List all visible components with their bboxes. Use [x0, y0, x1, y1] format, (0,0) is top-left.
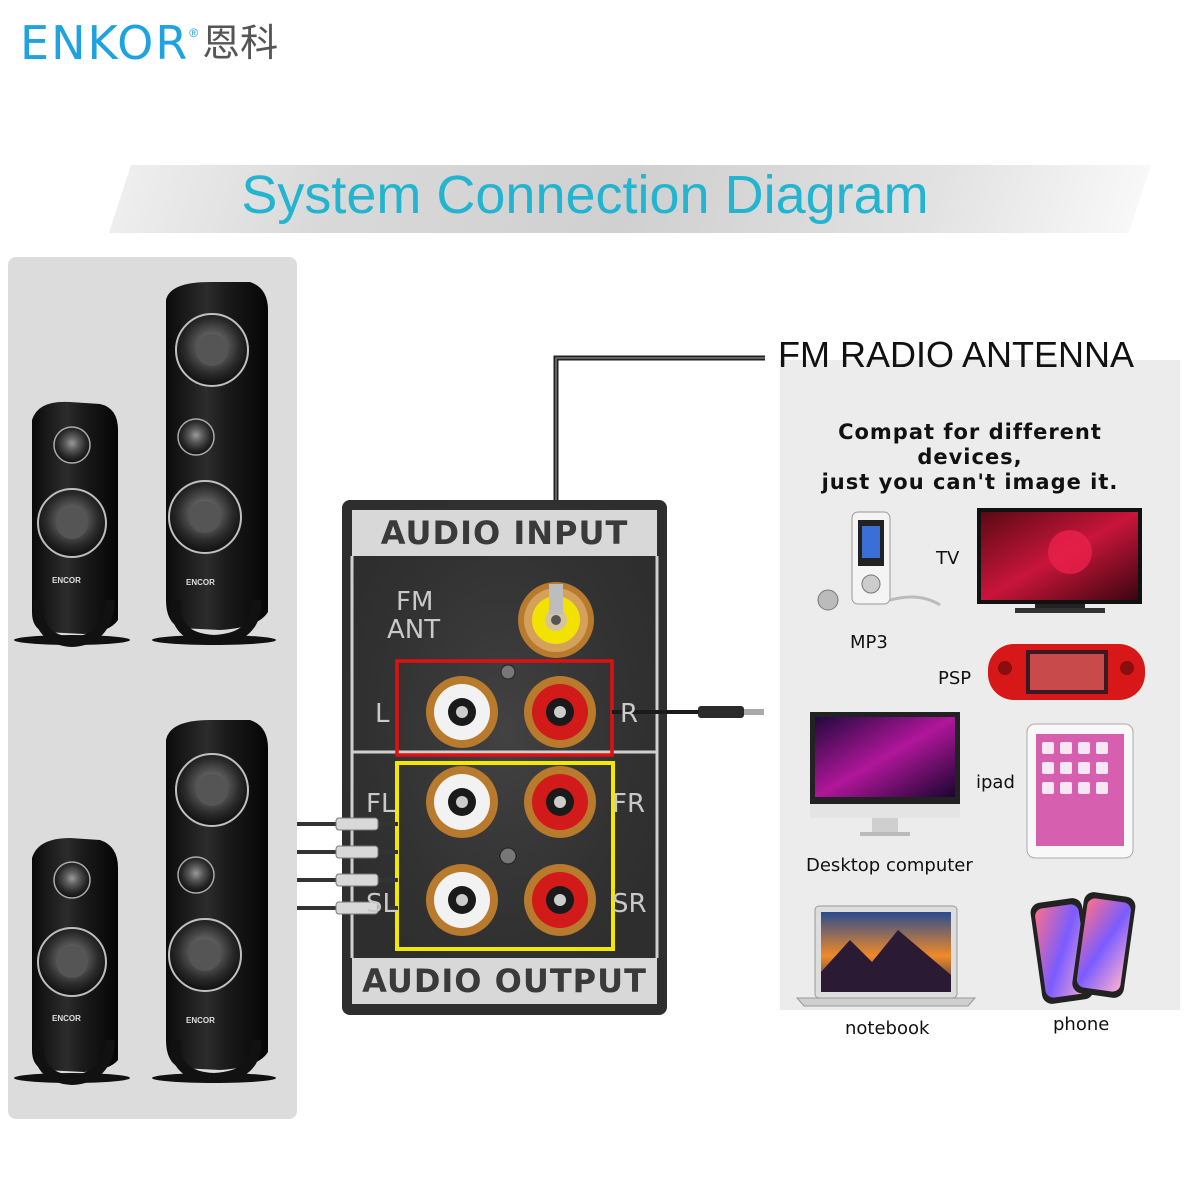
- registered-mark: ®: [189, 26, 199, 40]
- ipad-icon: [1026, 723, 1134, 859]
- speaker-logo: ENCOR: [186, 578, 215, 587]
- brand-logo: ENKOR ® 恩科: [20, 18, 278, 68]
- speaker-satellite-front-left: [14, 401, 130, 648]
- phone-label: phone: [1053, 1014, 1110, 1035]
- brand-chinese-name: 恩科: [202, 21, 279, 65]
- input-cable: [612, 706, 764, 718]
- compatibility-line-1: Compat for different devices,: [838, 420, 1102, 469]
- notebook-label: notebook: [845, 1018, 930, 1039]
- screw-icon: [500, 664, 516, 680]
- audio-input-highlight-box: [395, 659, 614, 757]
- speaker-tower-front-right: [152, 282, 276, 646]
- tv-icon: [977, 508, 1142, 613]
- audio-output-title: AUDIO OUTPUT: [352, 958, 657, 1004]
- output-jack-fl: [426, 766, 498, 838]
- screw-icon: [499, 847, 517, 865]
- diagram-title: System Connection Diagram: [241, 165, 929, 225]
- fm-radio-antenna-label: FM RADIO ANTENNA: [778, 334, 1135, 375]
- output-fr-label: FR: [612, 789, 646, 819]
- audio-connection-panel: [342, 500, 667, 1015]
- speaker-tower-rear-right: [152, 720, 276, 1084]
- output-jack-sl: [426, 864, 498, 936]
- psp-icon: [988, 644, 1145, 700]
- speaker-logo: ENCOR: [186, 1016, 215, 1025]
- output-jack-fr: [524, 766, 596, 838]
- speaker-cables: [297, 817, 398, 915]
- input-jack-right: [524, 676, 596, 748]
- input-right-label: R: [620, 699, 639, 729]
- tv-label: TV: [936, 548, 960, 569]
- output-jack-sr: [524, 864, 596, 936]
- compatibility-line-2: just you can't image it.: [821, 470, 1119, 494]
- speaker-satellite-rear-left: [14, 838, 130, 1086]
- desktop-computer-label: Desktop computer: [806, 855, 973, 876]
- compatibility-text: Compat for different devices, just you c…: [785, 420, 1155, 495]
- input-left-label: L: [375, 699, 390, 729]
- ant-label: ANT: [387, 615, 441, 645]
- brand-name: ENKOR: [20, 16, 190, 70]
- notebook-icon: [795, 905, 977, 1007]
- mp3-player-icon: [817, 511, 941, 611]
- fm-label: FM: [396, 587, 434, 617]
- output-fl-label: FL: [366, 789, 396, 819]
- psp-label: PSP: [938, 668, 972, 689]
- input-jack-left: [426, 676, 498, 748]
- fm-ant-jack: [518, 582, 594, 658]
- mp3-label: MP3: [850, 632, 888, 653]
- speaker-logo: ENCOR: [52, 1014, 81, 1023]
- audio-input-title: AUDIO INPUT: [352, 510, 657, 556]
- ipad-label: ipad: [976, 772, 1015, 793]
- phone-icon: [1030, 892, 1136, 1004]
- desktop-computer-icon: [810, 712, 960, 836]
- speaker-logo: ENCOR: [52, 576, 81, 585]
- audio-output-highlight-box: [395, 761, 615, 951]
- output-sr-label: SR: [612, 889, 647, 919]
- output-sl-label: SL: [366, 889, 397, 919]
